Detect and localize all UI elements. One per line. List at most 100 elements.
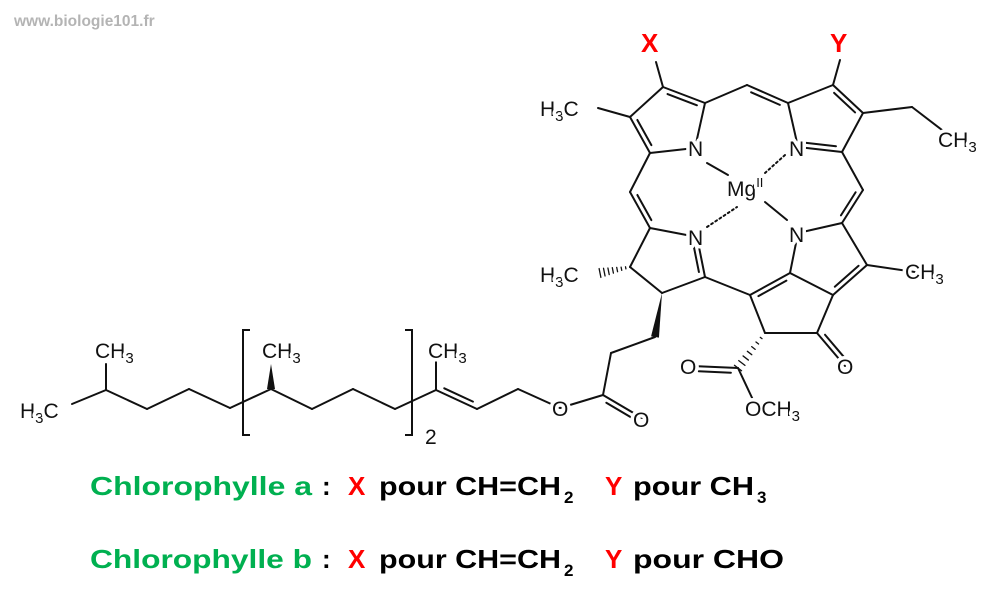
bond	[394, 389, 437, 410]
x-text: pour CH=CH	[379, 471, 561, 501]
bond	[787, 84, 834, 104]
legend-chlorophylle-b: Chlorophylle b : X pour CH=CH 2 Y pour C…	[90, 544, 784, 580]
methyl-label: CH3	[938, 129, 977, 156]
hashed-bond	[607, 267, 610, 276]
mg-n-coordination	[764, 154, 786, 174]
bond	[789, 232, 799, 274]
repeat-count: 2	[425, 426, 437, 449]
bond	[146, 388, 190, 410]
hashed-bond	[620, 266, 623, 271]
separator: :	[322, 544, 331, 574]
bond	[597, 107, 631, 118]
hashed-bond	[742, 355, 750, 361]
right-bracket	[405, 329, 413, 436]
double-bond	[832, 264, 868, 296]
bond	[311, 388, 354, 410]
bond	[629, 86, 664, 118]
x-text: pour CH=CH	[379, 544, 561, 574]
methyl-label: CH3	[905, 261, 944, 288]
bond	[270, 388, 313, 410]
bond	[229, 388, 272, 409]
x-sub: 2	[564, 488, 573, 507]
methyl-label: H3C	[540, 98, 579, 125]
methoxy-label: OCH3	[745, 398, 800, 425]
double-bond-inner	[839, 191, 857, 217]
wedge-bond	[651, 293, 662, 338]
substituent-x: X	[641, 28, 659, 58]
double-bond-inner	[692, 242, 700, 273]
bond	[749, 294, 766, 334]
double-bond	[746, 84, 789, 104]
bond	[188, 388, 231, 409]
bond	[661, 276, 706, 294]
hashed-bond	[759, 336, 763, 340]
double-bond	[629, 191, 651, 229]
bond	[655, 61, 664, 88]
y-sub: 3	[757, 488, 766, 507]
double-bond-inner	[636, 193, 653, 222]
double-bond	[629, 116, 651, 154]
bond	[559, 394, 604, 409]
bond	[862, 106, 913, 114]
methyl-label: CH3	[262, 340, 301, 367]
bond	[704, 84, 748, 104]
y-text: pour CHO	[633, 544, 784, 574]
x-label: X	[348, 544, 366, 574]
hashed-bond	[611, 267, 615, 274]
double-bond-inner	[605, 401, 635, 420]
bond	[352, 388, 396, 410]
nitrogen-label: N	[688, 138, 703, 161]
bond	[649, 147, 696, 154]
bond	[787, 102, 799, 148]
double-bond-inner	[697, 370, 732, 374]
bond	[911, 106, 943, 131]
y-label: Y	[605, 471, 622, 501]
bond	[841, 222, 868, 266]
bond	[629, 152, 651, 193]
bond	[629, 266, 663, 294]
double-bond	[749, 272, 791, 296]
bond	[71, 389, 107, 405]
magnesium-label: MgII	[727, 175, 763, 201]
nitrogen-label: N	[688, 227, 703, 250]
bond	[816, 294, 834, 334]
nitrogen-label: N	[789, 224, 804, 247]
double-bond-inner	[666, 93, 698, 107]
oxygen-label: O	[680, 356, 696, 379]
hashed-bond	[616, 266, 619, 273]
double-bond-inner	[824, 333, 846, 359]
double-bond-inner	[750, 91, 781, 106]
bond	[629, 227, 651, 268]
bond	[832, 59, 841, 86]
name: Chlorophylle b	[90, 544, 312, 574]
hashed-bond	[755, 341, 760, 345]
double-bond-inner	[636, 118, 653, 147]
bond	[797, 222, 843, 234]
hashed-bond	[738, 359, 746, 367]
bond	[789, 272, 834, 296]
bond	[704, 276, 751, 296]
name: Chlorophylle a	[90, 471, 313, 501]
bond	[105, 389, 148, 410]
double-bond	[435, 389, 478, 410]
bond	[694, 102, 706, 149]
double-bond	[797, 146, 843, 153]
substituent-y: Y	[830, 28, 847, 58]
methyl-label: CH3	[95, 340, 134, 367]
watermark: www.biologie101.fr	[13, 13, 155, 30]
bond	[476, 388, 519, 410]
separator: :	[322, 471, 331, 501]
bonds	[71, 59, 943, 420]
left-bracket	[242, 329, 250, 436]
methyl-label: H3C	[20, 400, 59, 427]
y-text: pour CH	[633, 471, 754, 501]
double-bond-inner	[833, 264, 860, 288]
double-bond-inner	[804, 141, 837, 148]
double-bond	[841, 189, 864, 224]
wedge-bond	[267, 364, 275, 389]
x-sub: 2	[564, 561, 573, 580]
mg-n-coordination	[706, 206, 738, 228]
hashed-bond	[598, 267, 602, 279]
